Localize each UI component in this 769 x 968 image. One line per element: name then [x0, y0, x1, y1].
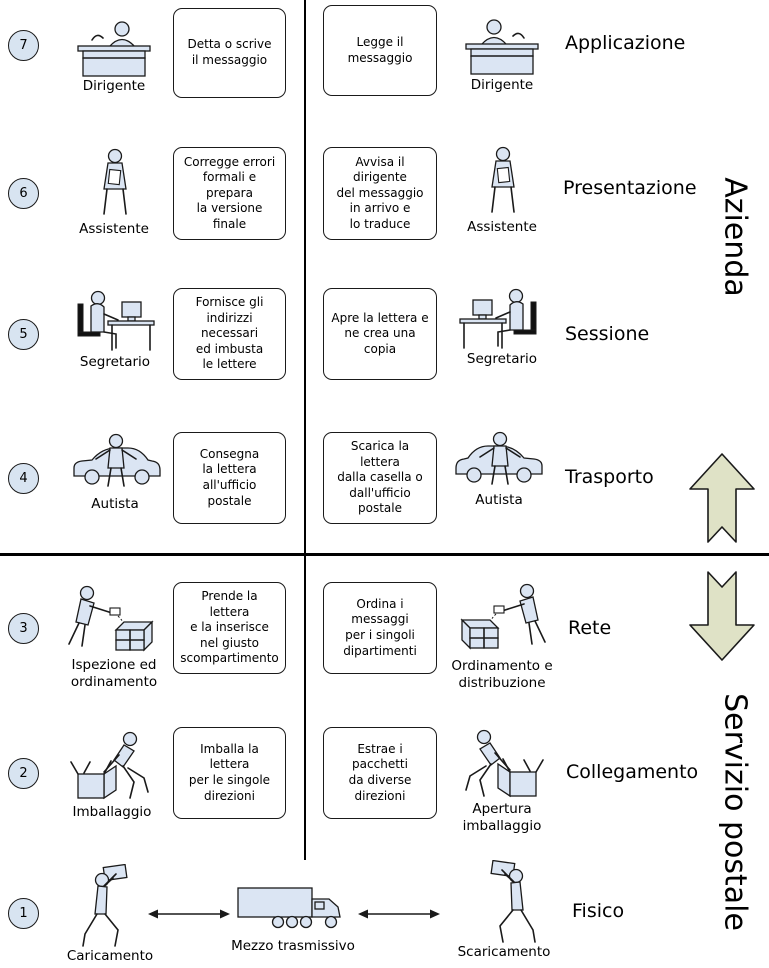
left-actor-label: Segretario	[79, 354, 151, 370]
layer-number-badge: 3	[8, 613, 39, 644]
layer-name-applicazione: Applicazione	[565, 32, 686, 54]
left-action-box: Detta o scrive il messaggio	[173, 8, 286, 98]
bidirectional-arrow-icon	[146, 906, 232, 925]
left-actor-label: Autista	[91, 496, 139, 512]
layer-number-badge: 7	[8, 30, 39, 61]
left-action-box: Consegna la lettera all'ufficio postale	[173, 432, 286, 524]
right-actor-label: Scaricamento	[457, 944, 551, 960]
sorting-person-icon	[458, 582, 554, 660]
right-actor-label: Segretario	[466, 351, 538, 367]
loading-person-icon	[80, 863, 140, 954]
layer-name-sessione: Sessione	[565, 323, 650, 345]
layer-number-badge: 1	[8, 898, 39, 929]
secretary-computer-icon	[70, 288, 158, 358]
right-action-box: Apre la lettera e ne crea una copia	[323, 288, 437, 380]
arrow-up-icon	[688, 452, 756, 548]
transmission-medium-label: Mezzo trasmissivo	[231, 938, 355, 954]
right-action-box: Legge il messaggio	[323, 5, 437, 96]
left-actor-label: Assistente	[79, 221, 149, 237]
right-action-box: Ordina i messaggi per i singoli dipartim…	[323, 582, 437, 674]
assistant-icon	[92, 148, 138, 224]
right-actor-label: Assistente	[467, 219, 537, 235]
layer-name-collegamento: Collegamento	[566, 761, 699, 783]
packing-person-icon	[70, 728, 154, 806]
vertical-divider	[304, 0, 306, 860]
layer-number-badge: 4	[8, 463, 39, 494]
section-label-azienda: Azienda	[717, 177, 753, 297]
manager-desk-icon	[460, 18, 544, 80]
left-action-box: Prende la lettera e la inserisce nel giu…	[173, 582, 286, 674]
manager-desk-icon	[72, 20, 156, 82]
secretary-computer-icon	[456, 286, 544, 356]
unpacking-person-icon	[460, 726, 544, 804]
layer-number-badge: 2	[8, 758, 39, 789]
sorting-person-icon	[60, 584, 156, 662]
truck-icon	[236, 884, 352, 938]
layer-name-presentazione: Presentazione	[563, 177, 697, 199]
arrow-down-icon	[688, 570, 756, 666]
right-action-box: Scarica la lettera dalla casella o dall'…	[323, 432, 437, 524]
driver-car-icon	[68, 432, 164, 496]
assistant-icon	[480, 146, 526, 222]
driver-car-icon	[452, 430, 548, 494]
right-actor-label: Ordinamento e distribuzione	[451, 658, 553, 691]
left-actor-label: Ispezione ed ordinamento	[70, 657, 158, 690]
left-action-box: Fornisce gli indirizzi necessari ed imbu…	[173, 288, 286, 380]
left-actor-label: Imballaggio	[72, 804, 152, 820]
right-actor-label: Apertura imballaggio	[462, 801, 542, 834]
layer-number-badge: 5	[8, 319, 39, 350]
unloading-person-icon	[478, 859, 538, 950]
section-label-servizio-postale: Servizio postale	[717, 693, 753, 931]
layer-name-trasporto: Trasporto	[565, 466, 654, 488]
left-actor-label: Caricamento	[66, 948, 154, 964]
left-action-box: Imballa la lettera per le singole direzi…	[173, 727, 286, 819]
layer-name-rete: Rete	[568, 617, 612, 639]
right-action-box: Avvisa il dirigente del messaggio in arr…	[323, 147, 437, 240]
horizontal-divider	[0, 553, 769, 556]
layer-number-badge: 6	[8, 178, 39, 209]
bidirectional-arrow-icon	[356, 906, 442, 925]
right-action-box: Estrae i pacchetti da diverse direzioni	[323, 727, 437, 819]
layer-name-fisico: Fisico	[572, 900, 625, 922]
right-actor-label: Autista	[475, 492, 523, 508]
left-actor-label: Dirigente	[82, 78, 146, 94]
right-actor-label: Dirigente	[470, 77, 534, 93]
left-action-box: Corregge errori formali e prepara la ver…	[173, 147, 286, 240]
